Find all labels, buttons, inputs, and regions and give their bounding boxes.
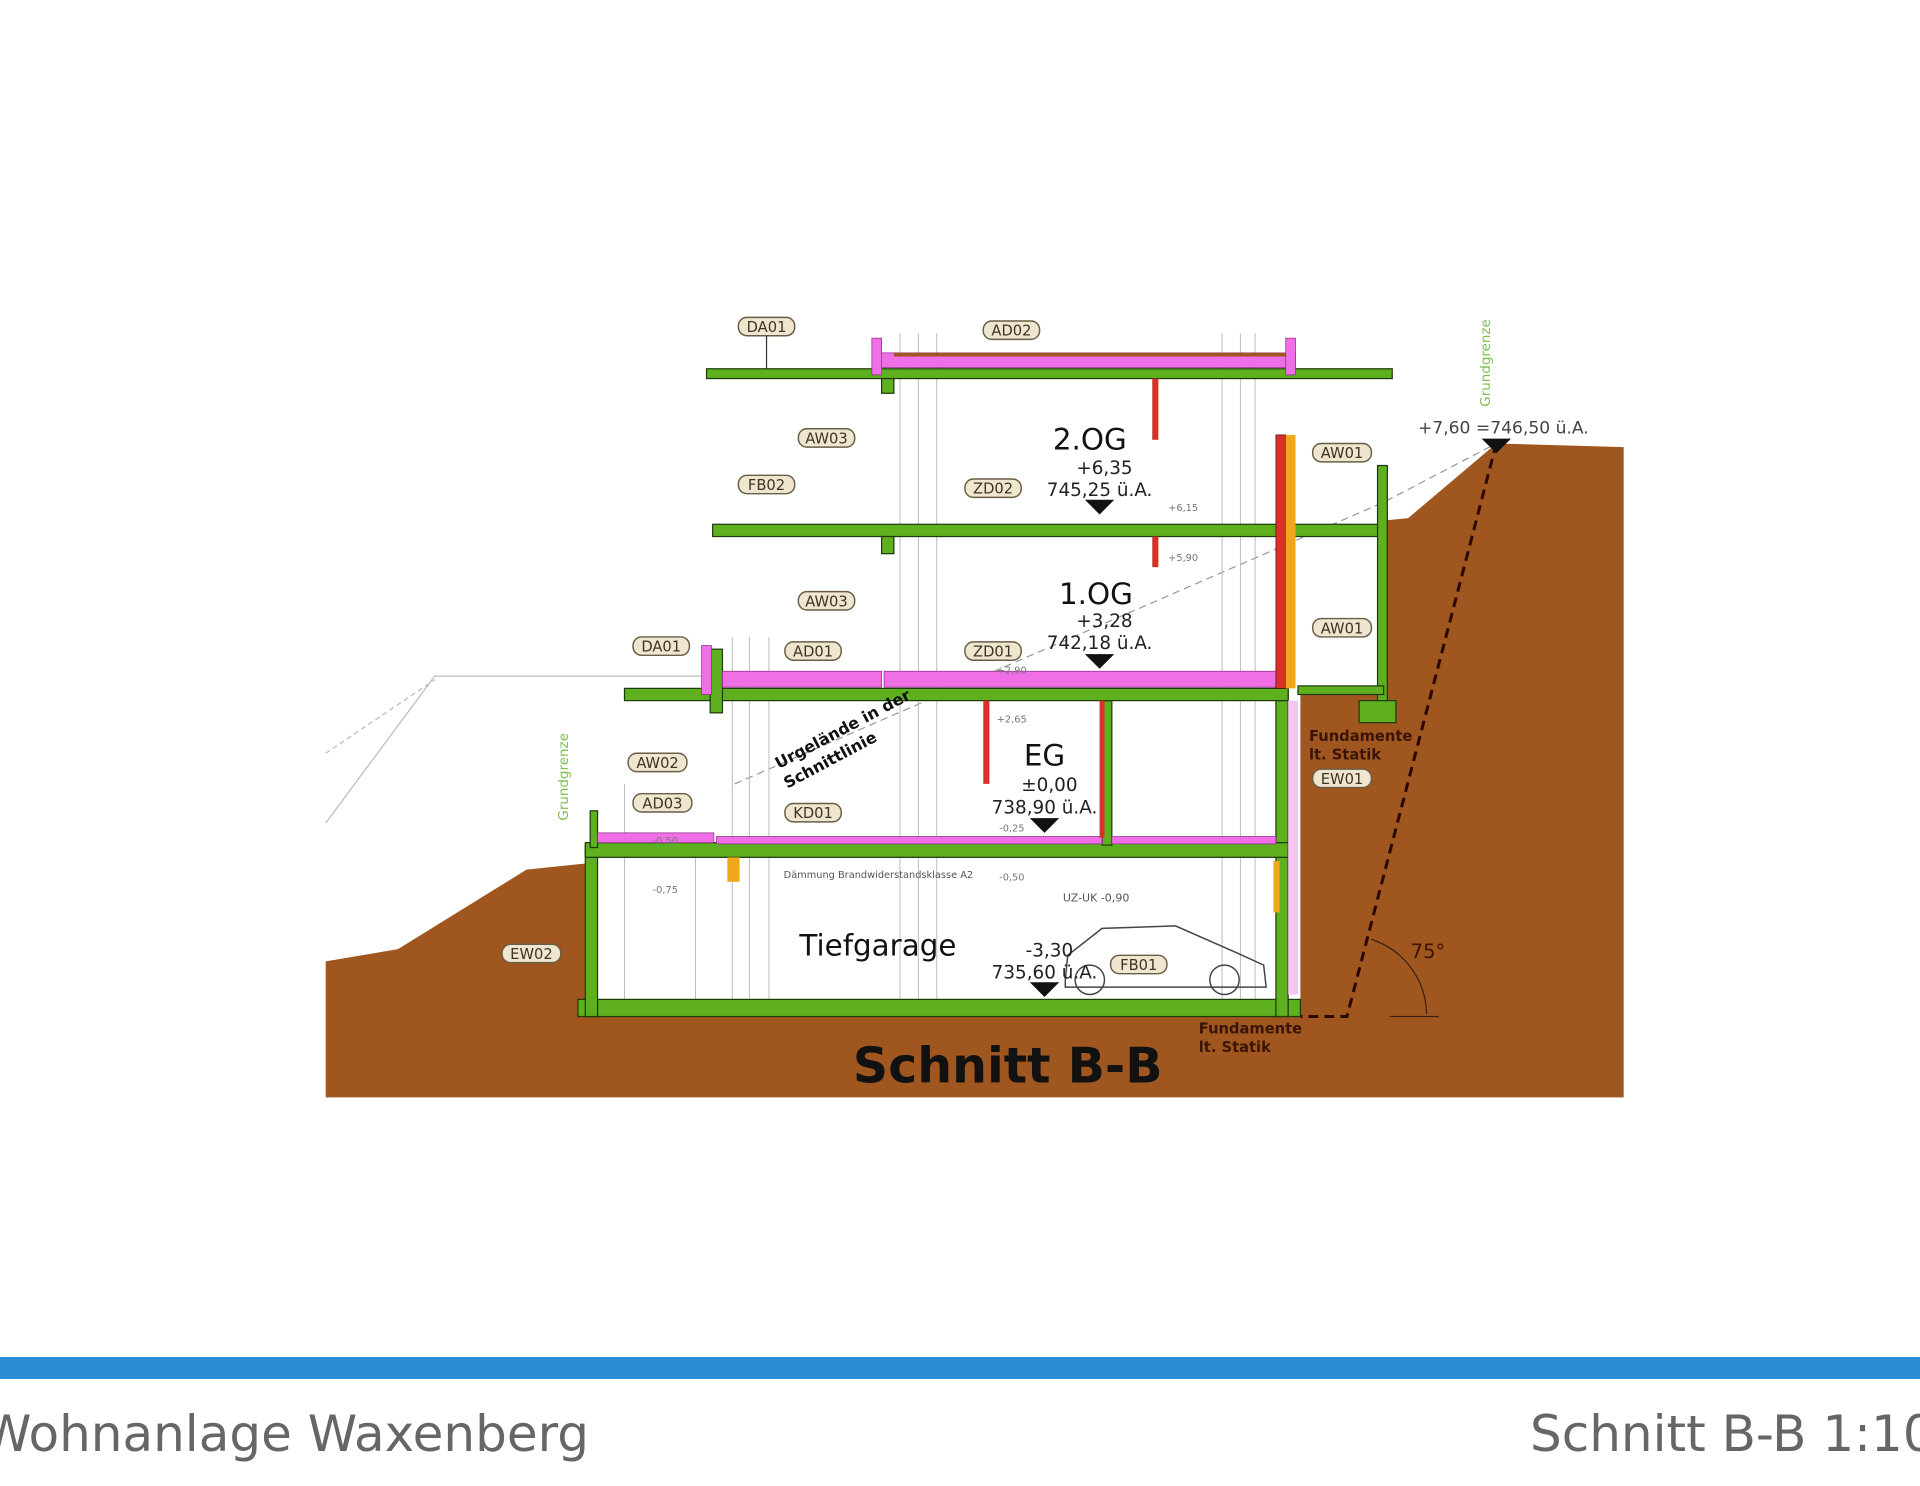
floor-label-1og: 1.OG: [1059, 577, 1133, 611]
tag-aw02: AW02: [627, 752, 688, 773]
structure-concrete: [577, 368, 1397, 1018]
insulation: [597, 337, 1298, 995]
fundamente-label-top-1: Fundamente: [1309, 728, 1412, 745]
svg-text:AW03: AW03: [805, 593, 847, 610]
tag-ad02: AD02: [982, 320, 1041, 341]
tag-aw01-2og: AW01: [1311, 442, 1373, 463]
tag-ad01: AD01: [784, 641, 842, 661]
floor-level-tiefgarage: -3,30: [1026, 941, 1074, 962]
svg-text:ZD01: ZD01: [973, 644, 1013, 661]
svg-text:AW01: AW01: [1321, 620, 1363, 637]
svg-text:EW01: EW01: [1321, 771, 1364, 788]
uz-uk-level: UZ-UK -0,90: [1063, 891, 1130, 904]
level-minus075: -0,75: [653, 885, 678, 896]
level-minus025: -0,25: [999, 824, 1024, 835]
tag-ew02: EW02: [501, 943, 562, 964]
svg-text:FB02: FB02: [748, 477, 785, 494]
tag-zd02: ZD02: [964, 478, 1022, 499]
svg-text:ZD02: ZD02: [973, 481, 1013, 498]
footer-accent-bar: [0, 1357, 1920, 1379]
level-markers: [1029, 438, 1512, 997]
tag-aw03-2og: AW03: [797, 428, 856, 448]
daemmung-note: Dämmung Brandwiderstandsklasse A2: [784, 870, 973, 881]
level-minus050-terrace: -0,50: [653, 836, 678, 847]
svg-text:AD03: AD03: [642, 795, 682, 812]
level-615: +6,15: [1168, 503, 1198, 514]
svg-text:AW02: AW02: [636, 755, 678, 772]
floor-label-eg: EG: [1024, 739, 1065, 773]
svg-text:DA01: DA01: [641, 639, 681, 656]
tag-da01-roof: DA01: [737, 316, 796, 369]
level-590: +5,90: [1168, 553, 1198, 564]
floor-altitude-1og: 742,18 ü.A.: [1047, 633, 1153, 654]
svg-text:AW03: AW03: [805, 430, 847, 447]
floor-level-2og: +6,35: [1076, 458, 1132, 479]
footer-project-name: Wohnanlage Waxenberg: [0, 1405, 590, 1463]
tag-kd01: KD01: [784, 802, 842, 823]
fundamente-label-bottom-1: Fundamente: [1199, 1021, 1302, 1038]
slope-angle: 75°: [1411, 940, 1446, 963]
floor-altitude-eg: 738,90 ü.A.: [992, 797, 1098, 818]
floor-level-1og: +3,28: [1076, 611, 1132, 632]
masonry-walls: [727, 378, 1296, 913]
angle-arc: [1371, 938, 1428, 1015]
car-icon: [1064, 925, 1267, 996]
roof-gravel: [893, 352, 1286, 357]
tag-aw01-1og: AW01: [1311, 617, 1373, 638]
svg-text:DA01: DA01: [747, 319, 787, 336]
floor-altitude-2og: 745,25 ü.A.: [1047, 480, 1153, 501]
footer-sheet-title: Schnitt B-B 1:100: [1530, 1405, 1920, 1463]
tag-fb01: FB01: [1109, 954, 1168, 975]
floor-level-eg: ±0,00: [1021, 775, 1077, 796]
tag-fb02: FB02: [737, 474, 796, 495]
svg-text:KD01: KD01: [793, 805, 833, 822]
slope-line: [1300, 443, 1498, 1019]
floor-label-2og: 2.OG: [1053, 423, 1127, 457]
grundgrenze-left: Grundgrenze: [557, 733, 572, 820]
svg-text:AW01: AW01: [1321, 445, 1363, 462]
tag-da01-eg: DA01: [632, 636, 691, 657]
top-level-annotation: +7,60 =746,50 ü.A.: [1418, 419, 1589, 439]
svg-text:AD01: AD01: [793, 644, 833, 661]
fundamente-label-top-2: lt. Statik: [1309, 746, 1382, 763]
drawing-title: Schnitt B-B: [853, 1038, 1163, 1095]
svg-text:EW02: EW02: [510, 946, 553, 963]
fundamente-label-bottom-2: lt. Statik: [1199, 1039, 1272, 1056]
tag-ad03: AD03: [632, 792, 693, 813]
tag-ew01: EW01: [1311, 768, 1373, 789]
floor-altitude-tiefgarage: 735,60 ü.A.: [992, 963, 1098, 984]
level-minus050-garage: -0,50: [999, 873, 1024, 884]
section-drawing: 2.OG +6,35 745,25 ü.A. 1.OG +3,28 742,18…: [325, 316, 1624, 1098]
tag-zd01: ZD01: [964, 641, 1022, 661]
level-290: +2,90: [997, 666, 1027, 677]
svg-text:AD02: AD02: [991, 323, 1031, 340]
floor-label-tiefgarage: Tiefgarage: [798, 928, 956, 962]
svg-text:FB01: FB01: [1120, 957, 1157, 974]
tag-aw03-1og: AW03: [797, 590, 856, 611]
grundgrenze-right: Grundgrenze: [1479, 319, 1494, 406]
level-265: +2,65: [997, 715, 1027, 726]
